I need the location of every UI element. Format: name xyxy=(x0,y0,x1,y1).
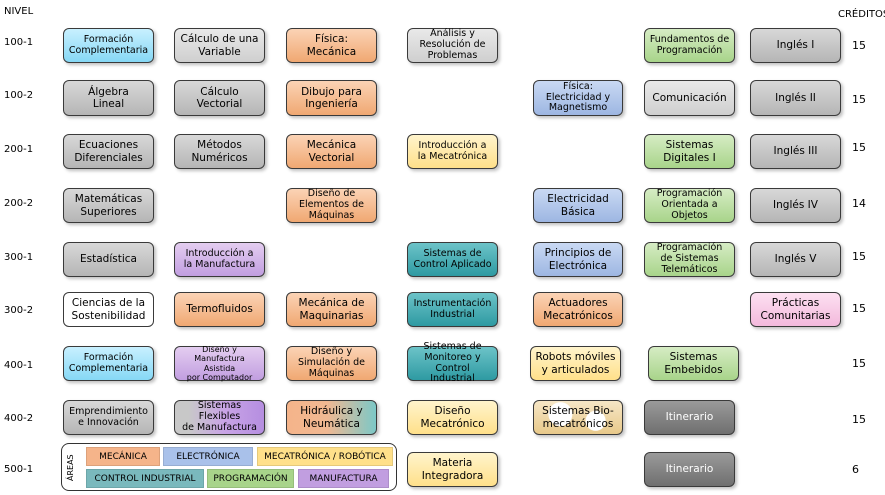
level-label: 200-1 xyxy=(4,144,34,155)
course-box[interactable]: Diseño Mecatrónico xyxy=(407,400,498,435)
course-box[interactable]: Introducción a la Manufactura xyxy=(174,242,265,277)
legend-item-programacion: PROGRAMACIÓN xyxy=(207,469,294,488)
areas-legend: ÁREAS MECÁNICA ELECTRÓNICA MECATRÓNICA /… xyxy=(61,443,397,491)
level-label: 300-1 xyxy=(4,252,34,263)
credits-value: 14 xyxy=(852,197,866,210)
legend-item-electronica: ELECTRÓNICA xyxy=(163,447,253,466)
course-box[interactable]: Estadística xyxy=(63,242,154,277)
legend-item-mecatronica: MECATRÓNICA / ROBÓTICA xyxy=(257,447,393,466)
course-box[interactable]: Física: Mecánica xyxy=(286,28,377,63)
course-box[interactable]: Programación Orientada a Objetos xyxy=(644,188,735,223)
course-box[interactable]: Inglés V xyxy=(750,242,841,277)
course-box[interactable]: Materia Integradora xyxy=(407,452,498,487)
credits-value: 15 xyxy=(852,39,866,52)
course-box[interactable]: Cálculo Vectorial xyxy=(174,80,265,116)
nivel-header: NIVEL xyxy=(4,6,34,17)
course-box[interactable]: Inglés III xyxy=(750,134,841,169)
legend-item-mecanica: MECÁNICA xyxy=(86,447,160,466)
course-box[interactable]: Ecuaciones Diferenciales xyxy=(63,134,154,169)
course-box[interactable]: Ciencias de la Sostenibilidad xyxy=(63,292,154,327)
course-box[interactable]: Inglés I xyxy=(750,28,841,63)
course-box[interactable]: Inglés IV xyxy=(750,188,841,223)
course-box[interactable]: Principios de Electrónica xyxy=(533,242,623,277)
course-box[interactable]: Sistemas Embebidos xyxy=(648,346,739,381)
credits-value: 15 xyxy=(852,250,866,263)
course-box[interactable]: Diseño y Manufactura Asistida por Comput… xyxy=(174,345,265,382)
credits-value: 15 xyxy=(852,357,866,370)
course-box[interactable]: Instrumentación Industrial xyxy=(407,292,498,327)
course-box[interactable]: Mecánica Vectorial xyxy=(286,134,377,169)
level-label: 400-1 xyxy=(4,360,34,371)
course-box[interactable]: Sistemas de Control Aplicado xyxy=(407,242,498,277)
course-box[interactable]: Diseño de Elementos de Máquinas xyxy=(286,188,377,223)
level-label: 100-2 xyxy=(4,90,34,101)
course-box[interactable]: Formación Complementaria xyxy=(63,346,154,381)
course-box[interactable]: Prácticas Comunitarias xyxy=(750,292,841,327)
legend-title: ÁREAS xyxy=(66,454,75,482)
legend-item-control: CONTROL INDUSTRIAL xyxy=(86,469,204,488)
level-label: 100-1 xyxy=(4,37,34,48)
course-box[interactable]: Métodos Numéricos xyxy=(174,134,265,169)
level-label: 400-2 xyxy=(4,413,34,424)
course-box[interactable]: Robots móviles y articulados xyxy=(530,346,621,381)
level-label: 300-2 xyxy=(4,305,34,316)
credits-value: 15 xyxy=(852,302,866,315)
course-box[interactable]: Emprendimiento e Innovación xyxy=(63,400,154,435)
course-box[interactable]: Inglés II xyxy=(750,80,841,116)
course-box[interactable]: Hidráulica y Neumática xyxy=(286,400,377,435)
course-box[interactable]: Programación de Sistemas Telemáticos xyxy=(644,242,735,277)
course-box[interactable]: Actuadores Mecatrónicos xyxy=(533,292,623,327)
course-box[interactable]: Sistemas Bio- mecatrónicos xyxy=(533,400,623,435)
level-label: 500-1 xyxy=(4,464,34,475)
credits-value: 15 xyxy=(852,413,866,426)
course-box[interactable]: Electricidad Básica xyxy=(533,188,623,223)
course-box[interactable]: Diseño y Simulación de Máquinas xyxy=(286,346,377,381)
course-box[interactable]: Sistemas Digitales I xyxy=(644,134,735,169)
course-box[interactable]: Formación Complementaria xyxy=(63,28,154,63)
course-box[interactable]: Sistemas de Monitoreo y Control Industri… xyxy=(407,341,498,384)
course-box[interactable]: Comunicación xyxy=(644,80,735,116)
credits-value: 15 xyxy=(852,141,866,154)
credits-value: 6 xyxy=(852,463,859,476)
course-box[interactable]: Dibujo para Ingeniería xyxy=(286,80,377,116)
course-box[interactable]: Cálculo de una Variable xyxy=(174,28,265,63)
course-box[interactable]: Termofluidos xyxy=(174,292,265,327)
course-box[interactable]: Mecánica de Maquinarias xyxy=(286,292,377,327)
level-label: 200-2 xyxy=(4,198,34,209)
course-box[interactable]: Análisis y Resolución de Problemas xyxy=(407,28,498,63)
course-box[interactable]: Fundamentos de Programación xyxy=(644,28,735,63)
course-box[interactable]: Itinerario xyxy=(644,400,735,435)
course-box[interactable]: Matemáticas Superiores xyxy=(63,188,154,223)
course-box[interactable]: Física: Electricidad y Magnetismo xyxy=(533,80,623,116)
legend-item-manufactura: MANUFACTURA xyxy=(298,469,389,488)
course-box[interactable]: Itinerario xyxy=(644,452,735,487)
course-box[interactable]: Introducción a la Mecatrónica xyxy=(407,134,498,169)
course-box[interactable]: Sistemas Flexibles de Manufactura xyxy=(174,400,265,435)
credits-value: 15 xyxy=(852,93,866,106)
creditos-header: CRÉDITOS xyxy=(838,9,885,20)
course-box[interactable]: Álgebra Lineal xyxy=(63,80,154,116)
